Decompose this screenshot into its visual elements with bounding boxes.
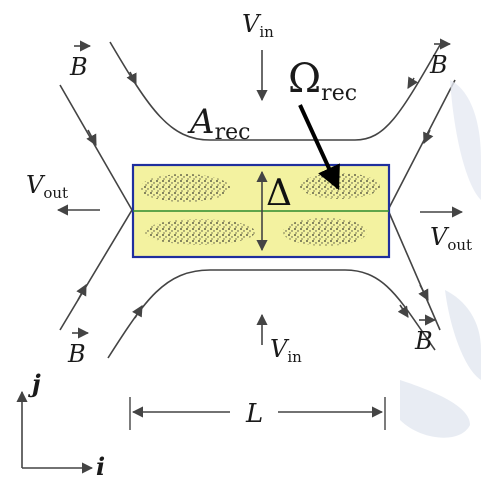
b-bottom-right-label: B: [414, 327, 433, 355]
field-arrow-upper-right: [407, 76, 418, 89]
b-bottom-left-label: B: [67, 340, 86, 368]
a-rec-label: Arec: [187, 102, 250, 145]
separatrix-lower-left: [59, 209, 133, 331]
scan-smudge: [450, 80, 481, 200]
v-out-right-label: Vout: [430, 223, 472, 254]
separatrix-upper-right: [387, 79, 456, 211]
v-out-left-label: Vout: [26, 171, 68, 202]
field-arrow-sep-upper-right: [423, 129, 434, 145]
field-arrow-sep-lower-left: [76, 284, 87, 301]
omega-pointer: [298, 104, 340, 191]
field-line-upper: [109, 41, 441, 141]
b-top-right-label: B: [429, 51, 448, 79]
speckle-blob: [145, 219, 255, 245]
speckle-blob: [283, 218, 367, 246]
v-in-top-label: Vin: [242, 10, 274, 41]
separatrix-upper-left: [59, 84, 133, 211]
separatrix-lower-right: [387, 209, 441, 331]
b-field-label-bottom-right: B: [414, 314, 437, 355]
omega-rec-label: Ωrec: [288, 56, 357, 106]
field-arrow-upper-left: [126, 71, 137, 86]
b-field-label-top-right: B: [429, 38, 452, 79]
axis-j-label: j: [28, 369, 41, 398]
field-arrow-lower-right: [397, 304, 409, 318]
scan-smudge: [400, 380, 470, 438]
field-arrow-sep-upper-left: [86, 129, 97, 146]
b-field-label-bottom-left: B: [67, 327, 90, 368]
b-field-label-top-left: B: [69, 40, 92, 81]
speckle-blob: [300, 173, 380, 199]
length-label: L: [245, 399, 263, 429]
speckle-blob: [140, 174, 230, 202]
field-arrow-lower-left: [132, 305, 143, 319]
delta-label: Δ: [266, 173, 292, 214]
b-top-left-label: B: [69, 53, 88, 81]
axis-i-label: i: [96, 452, 105, 481]
scan-smudge: [445, 290, 481, 380]
field-arrow-sep-lower-right: [418, 284, 429, 301]
v-in-bottom-label: Vin: [270, 335, 302, 366]
